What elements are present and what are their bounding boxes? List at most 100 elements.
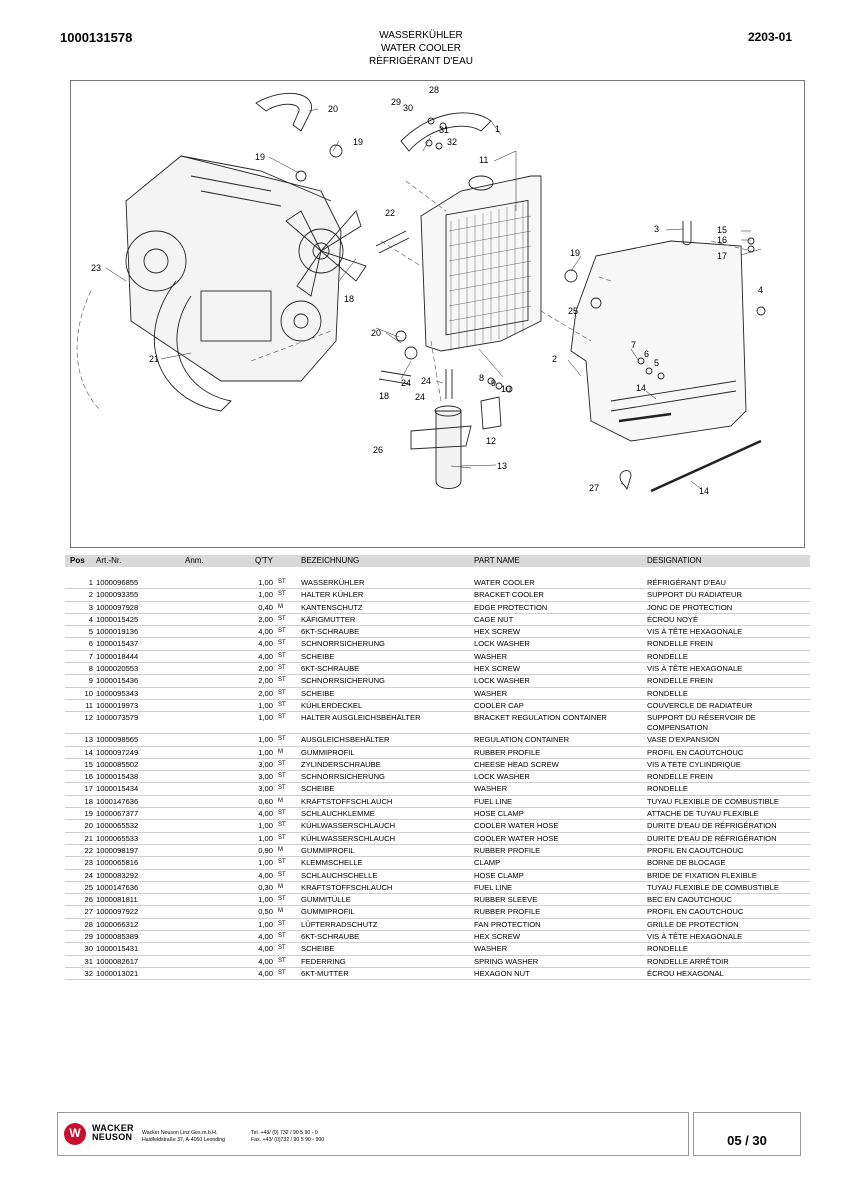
cell-pos: 8 — [88, 664, 93, 674]
callout-number: 18 — [379, 391, 389, 401]
cell-unit: ST — [278, 628, 286, 635]
cell-de: HALTER AUSGLEICHSBEHÄLTER — [301, 713, 421, 723]
cell-de: GUMMIPROFIL — [301, 845, 355, 855]
wacker-neuson-logo: W — [64, 1123, 86, 1145]
cell-pos: 20 — [84, 821, 93, 831]
company-tel: Tel. +43/ (0) 732 / 90 5 90 - 0 — [251, 1130, 318, 1136]
page-number: 05 / 30 — [693, 1112, 801, 1156]
cell-de: FEDERRING — [301, 956, 346, 966]
cell-qty: 1,00 — [258, 590, 273, 600]
cell-de: SCHNORRSICHERUNG — [301, 676, 385, 686]
cell-pos: 17 — [84, 784, 93, 794]
cell-de: GUMMIPROFIL — [301, 747, 355, 757]
cell-pos: 22 — [84, 845, 93, 855]
cell-fr: VIS À TÊTE HEXAGONALE — [647, 664, 743, 674]
cell-unit: ST — [278, 615, 286, 622]
callout-number: 24 — [415, 392, 425, 402]
parts-table-header: Pos Art.-Nr. Anm. Q'TY BEZEICHNUNG PART … — [65, 555, 810, 567]
cell-fr: SUPPORT DU RADIATEUR — [647, 590, 742, 600]
cell-de: 6KT-SCHRAUBE — [301, 932, 360, 942]
cell-fr: JONC DE PROTECTION — [647, 602, 733, 612]
callout-number: 24 — [401, 378, 411, 388]
cell-en: HEX SCREW — [474, 627, 520, 637]
cell-art: 1000085502 — [96, 759, 139, 769]
callout-number: 9 — [491, 378, 496, 388]
cell-unit: M — [278, 797, 283, 804]
callout-number: 19 — [353, 137, 363, 147]
cell-art: 1000097249 — [96, 747, 139, 757]
cell-pos: 11 — [85, 700, 93, 710]
company-address: Wacker Neuson Linz Ges.m.b.H. Haidfeldst… — [142, 1130, 225, 1144]
header-de: BEZEICHNUNG — [301, 556, 360, 565]
cell-qty: 4,00 — [258, 956, 273, 966]
cell-pos: 28 — [84, 919, 93, 929]
cell-en: LOCK WASHER — [474, 639, 530, 649]
cell-art: 1000065533 — [96, 833, 139, 843]
cell-fr: GRILLE DE PROTECTION — [647, 919, 739, 929]
callout-number: 3 — [654, 224, 659, 234]
cell-de: SCHLAUCHSCHELLE — [301, 870, 378, 880]
callout-number: 24 — [421, 376, 431, 386]
cell-unit: M — [278, 603, 283, 610]
callout-number: 10 — [501, 384, 511, 394]
cell-fr: RONDELLE FREIN — [647, 639, 713, 649]
cell-qty: 1,00 — [258, 578, 273, 587]
callout-number: 32 — [447, 137, 457, 147]
cell-art: 1000015438 — [96, 772, 139, 782]
cell-fr: ÉCROU HEXAGONAL — [647, 968, 724, 978]
cell-art: 1000015436 — [96, 676, 139, 686]
cell-pos: 6 — [88, 639, 93, 649]
cell-en: REGULATION CONTAINER — [474, 735, 570, 745]
cell-unit: ST — [278, 773, 286, 780]
cell-art: 1000066312 — [96, 919, 139, 929]
cell-en: FAN PROTECTION — [474, 919, 541, 929]
cell-en: HEXAGON NUT — [474, 968, 530, 978]
cell-en: COOLER WATER HOSE — [474, 821, 559, 831]
cell-qty: 1,00 — [258, 713, 273, 723]
cell-art: 1000082617 — [96, 956, 139, 966]
cell-en: RUBBER PROFILE — [474, 845, 541, 855]
cell-unit: ST — [278, 665, 286, 672]
cell-art: 1000085389 — [96, 932, 139, 942]
callout-number: 26 — [373, 445, 383, 455]
cell-fr: RONDELLE — [647, 784, 688, 794]
callout-number: 27 — [589, 483, 599, 493]
cell-unit: ST — [278, 652, 286, 659]
cell-fr: TUYAU FLEXIBLE DE COMBUSTIBLE — [647, 882, 779, 892]
cell-pos: 1 — [88, 578, 93, 587]
cell-en: CAGE NUT — [474, 614, 514, 624]
cell-qty: 4,00 — [258, 639, 273, 649]
cell-de: 6KT-MUTTER — [301, 968, 349, 978]
cell-unit: ST — [278, 701, 286, 708]
cell-unit: M — [278, 908, 283, 915]
cell-qty: 3,00 — [258, 772, 273, 782]
cell-unit: ST — [278, 834, 286, 841]
callout-number: 2 — [552, 354, 557, 364]
cell-pos: 15 — [84, 759, 93, 769]
cell-fr: RONDELLE FREIN — [647, 772, 713, 782]
cell-pos: 29 — [84, 932, 93, 942]
callout-number: 28 — [429, 85, 439, 95]
cell-en: LOCK WASHER — [474, 676, 530, 686]
cell-qty: 4,00 — [258, 627, 273, 637]
callout-number: 22 — [385, 208, 395, 218]
cell-en: RUBBER PROFILE — [474, 907, 541, 917]
callout-number: 19 — [570, 248, 580, 258]
cell-art: 1000096855 — [96, 578, 139, 587]
callout-number: 14 — [699, 486, 709, 496]
cell-de: SCHEIBE — [301, 784, 335, 794]
header-art: Art.-Nr. — [96, 556, 122, 565]
cell-unit: M — [278, 846, 283, 853]
cell-en: COOLER WATER HOSE — [474, 833, 559, 843]
cell-unit: ST — [278, 677, 286, 684]
